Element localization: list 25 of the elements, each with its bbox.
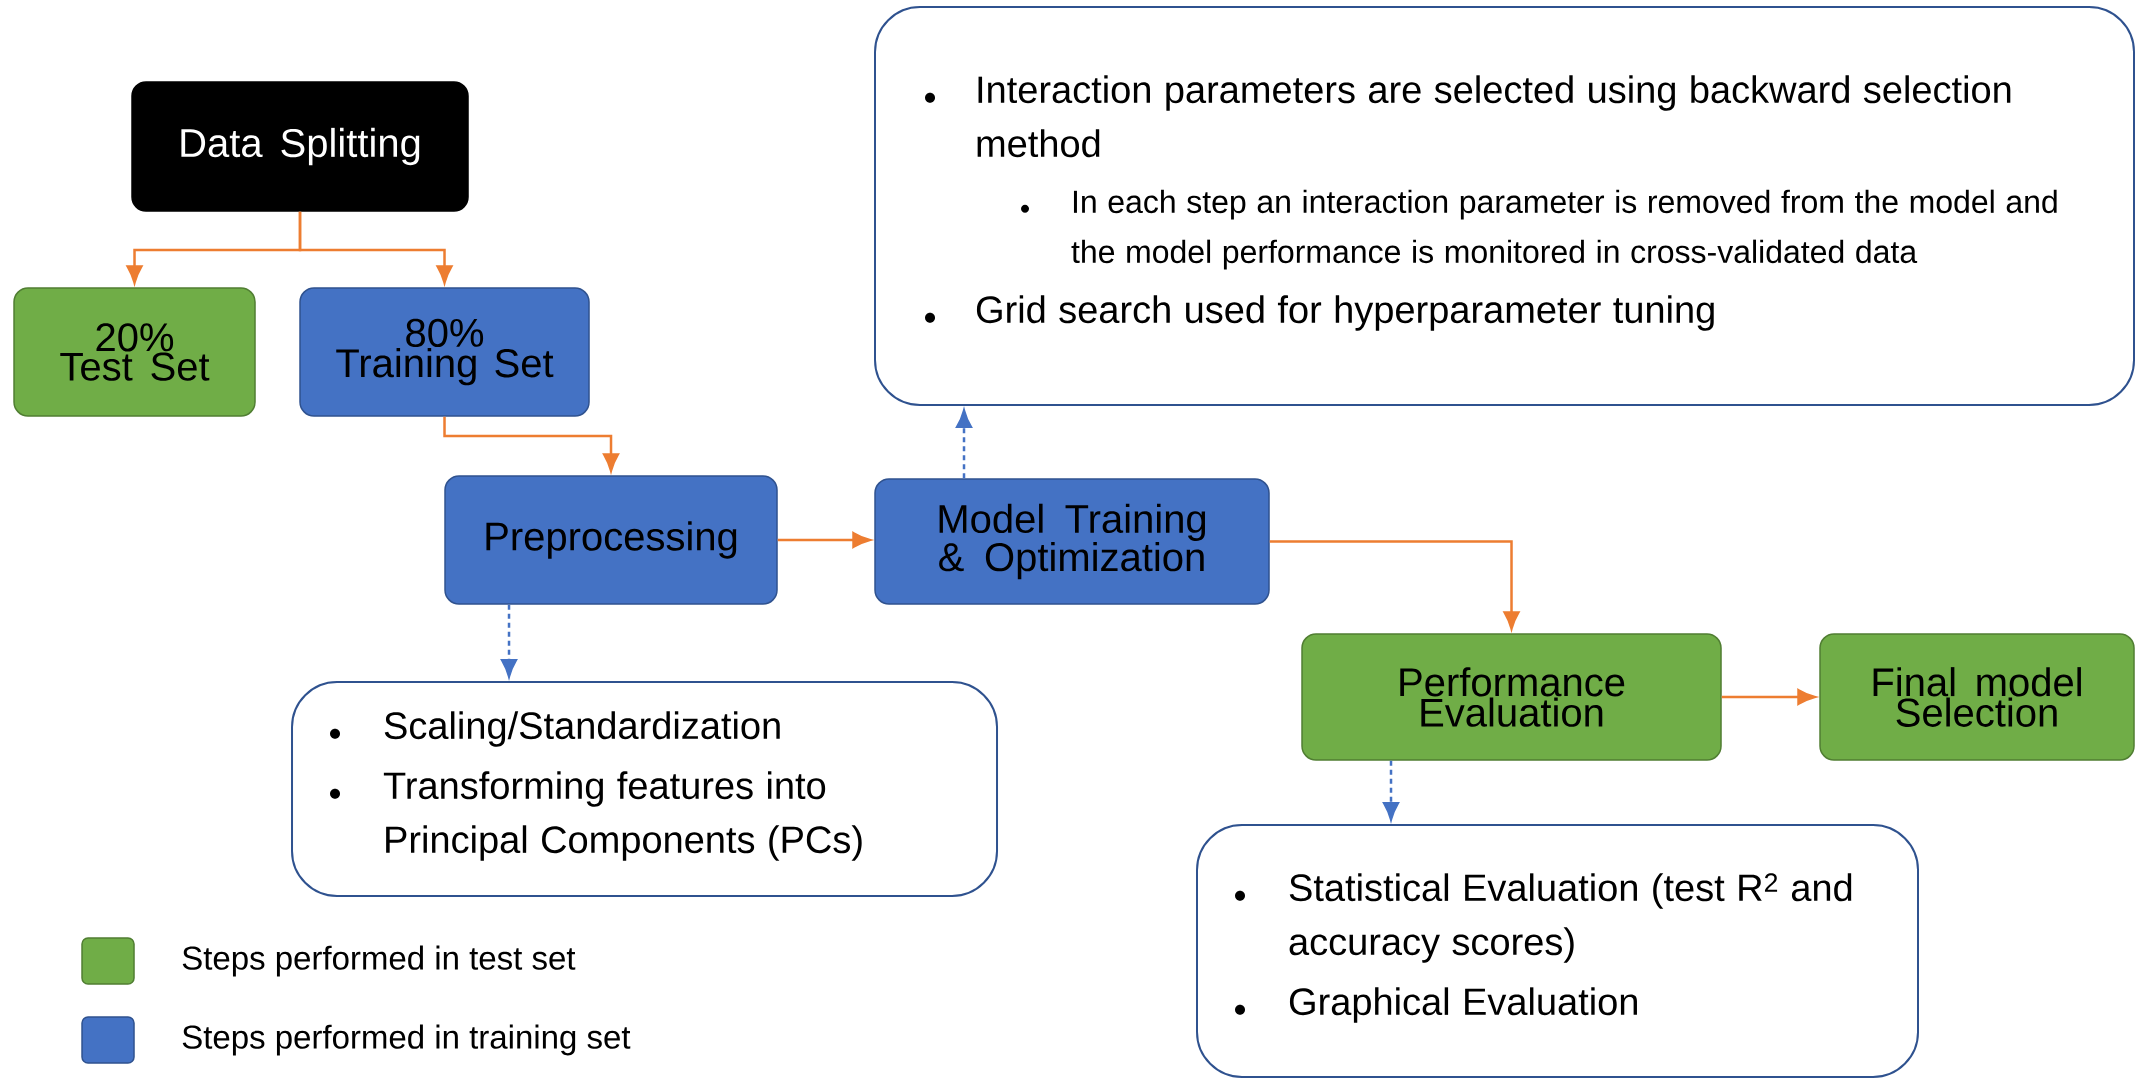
process-box: Preprocessing	[444, 475, 778, 605]
process-box: Performance Evaluation	[1301, 633, 1722, 761]
process-box: 20% Test Set	[13, 287, 256, 417]
arrow	[956, 409, 972, 479]
legend-text: Steps performed in training set	[182, 1024, 631, 1056]
bullet-list-box	[874, 6, 2135, 406]
bullet-text: Interaction parameters are selected using backward selection method	[977, 75, 2011, 158]
bullet-text: In each step an interaction parameter is removed from the model and the model performance is monitored in cross-validated data	[1071, 189, 2057, 270]
arrow	[1721, 689, 1816, 705]
bullet-list-box	[291, 681, 998, 897]
process-box: Final model Selection	[1819, 633, 2135, 761]
bullet-text: Graphical Evaluation	[1289, 987, 1637, 1023]
arrow	[501, 604, 517, 678]
bullet-text: Statistical Evaluation (test R$^{2}$ and accuracy scores)	[1289, 873, 1852, 963]
arrow	[443, 416, 619, 472]
legend-text: Steps performed in test set	[182, 945, 576, 977]
bullet-text: Transforming features into Principal Components (PCs)	[383, 771, 862, 861]
arrow	[1383, 760, 1399, 821]
arrow	[777, 532, 871, 548]
bullet-list-box	[1196, 824, 1919, 1078]
process-box: Model Training & Optimization	[874, 478, 1270, 605]
bullet-text: Grid search used for hyperparameter tuning	[976, 295, 1714, 331]
process-box: 80% Training Set	[299, 287, 590, 417]
bullet-text: Scaling/Standardization	[384, 711, 780, 747]
process-box: Data Splitting	[131, 81, 469, 212]
